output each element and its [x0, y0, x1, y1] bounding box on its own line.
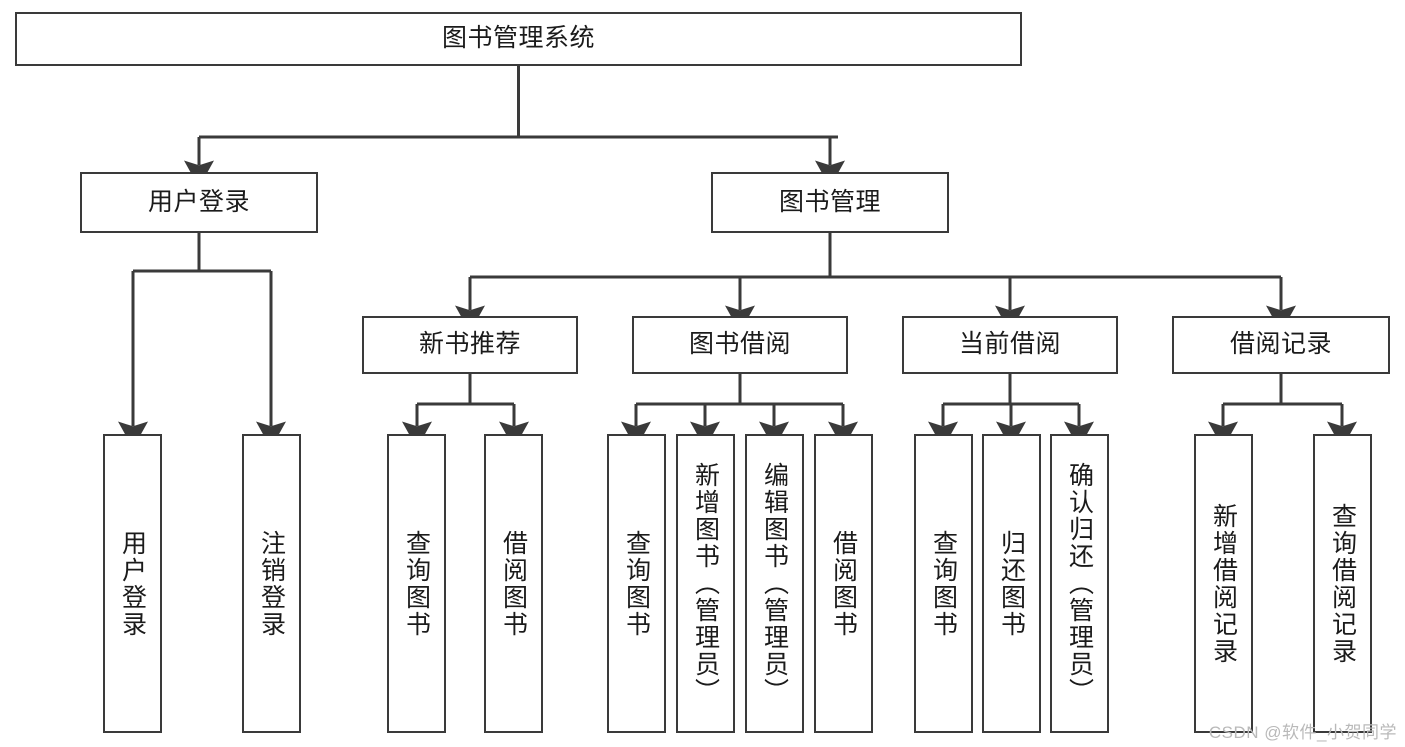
leaf-book-borrow-lend[interactable]: 借阅图书: [814, 434, 873, 733]
node-label: 注销登录: [257, 529, 286, 638]
node-label: 新增借阅记录: [1209, 502, 1238, 665]
leaf-user-login-signout[interactable]: 注销登录: [242, 434, 301, 733]
node-root-system[interactable]: 图书管理系统: [15, 12, 1022, 66]
leaf-book-borrow-edit[interactable]: 编辑图书（管理员）: [745, 434, 804, 733]
node-user-login[interactable]: 用户登录: [80, 172, 318, 233]
node-label: 新书推荐: [418, 330, 521, 359]
leaf-book-borrow-query[interactable]: 查询图书: [607, 434, 666, 733]
node-label: 借阅记录: [1229, 330, 1332, 359]
node-borrow-record[interactable]: 借阅记录: [1172, 316, 1390, 374]
node-label: 用户登录: [147, 187, 250, 216]
leaf-borrow-record-add[interactable]: 新增借阅记录: [1194, 434, 1253, 733]
node-current-borrow[interactable]: 当前借阅: [902, 316, 1118, 374]
leaf-current-borrow-return[interactable]: 归还图书: [982, 434, 1041, 733]
leaf-current-borrow-confirm[interactable]: 确认归还（管理员）: [1050, 434, 1109, 733]
node-label: 用户登录: [118, 529, 147, 638]
node-label: 查询借阅记录: [1328, 502, 1357, 665]
node-label: 借阅图书: [829, 529, 858, 638]
leaf-borrow-record-query[interactable]: 查询借阅记录: [1313, 434, 1372, 733]
node-book-management[interactable]: 图书管理: [711, 172, 949, 233]
node-label: 编辑图书（管理员）: [760, 462, 789, 705]
node-label: 归还图书: [997, 529, 1026, 638]
node-label: 查询图书: [929, 529, 958, 638]
leaf-current-borrow-query[interactable]: 查询图书: [914, 434, 973, 733]
leaf-book-borrow-add[interactable]: 新增图书（管理员）: [676, 434, 735, 733]
node-label: 图书管理: [778, 187, 881, 216]
leaf-new-book-query[interactable]: 查询图书: [387, 434, 446, 733]
node-label: 确认归还（管理员）: [1065, 462, 1094, 705]
node-label: 当前借阅: [958, 330, 1061, 359]
leaf-new-book-borrow[interactable]: 借阅图书: [484, 434, 543, 733]
node-label: 查询图书: [402, 529, 431, 638]
node-label: 新增图书（管理员）: [691, 462, 720, 705]
node-label: 图书管理系统: [441, 24, 595, 53]
node-label: 借阅图书: [499, 529, 528, 638]
node-label: 图书借阅: [688, 330, 791, 359]
node-label: 查询图书: [622, 529, 651, 638]
watermark-text: CSDN @软件_小贺同学: [1208, 723, 1397, 742]
node-new-book-recommend[interactable]: 新书推荐: [362, 316, 578, 374]
leaf-user-login-signin[interactable]: 用户登录: [103, 434, 162, 733]
node-book-borrow[interactable]: 图书借阅: [632, 316, 848, 374]
